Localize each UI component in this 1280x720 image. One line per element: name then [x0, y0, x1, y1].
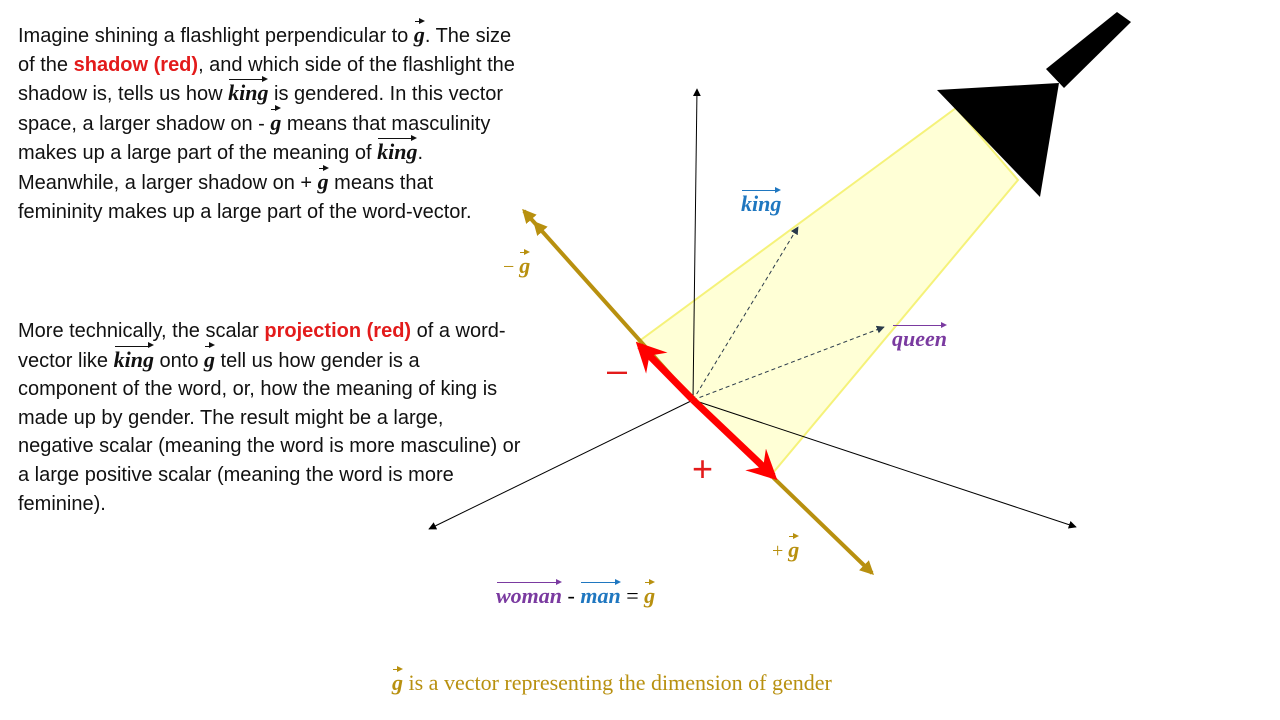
vector-man-symbol: man [580, 578, 622, 608]
vector-g-symbol: g [270, 105, 282, 135]
vector-king-symbol: king [228, 75, 269, 106]
vector-g-symbol: g [317, 164, 329, 194]
gender-caption: g is a vector representing the dimension… [392, 665, 832, 695]
projection-negative-arrow [635, 341, 696, 403]
vector-g-symbol: g [392, 665, 403, 695]
queen-vector [692, 325, 885, 401]
vector-g-symbol: g [204, 342, 215, 372]
axis-vertical [692, 88, 701, 401]
label-negative-g: − g [503, 248, 531, 278]
projection-highlight: projection (red) [264, 320, 412, 342]
axis-right [692, 399, 1077, 529]
vector-king-symbol: king [377, 134, 418, 165]
flashlight-beam [636, 106, 1020, 476]
projection-positive-arrow [690, 397, 778, 481]
flashlight-handle [1046, 12, 1131, 88]
gender-axis-negative-inner [533, 220, 641, 341]
king-vector [692, 226, 799, 401]
label-king: king [741, 186, 782, 216]
explanation-paragraph-1: Imagine shining a flashlight perpendicul… [18, 17, 515, 223]
axis-left [428, 399, 694, 530]
vector-woman-symbol: woman [496, 578, 563, 608]
shadow-highlight: shadow (red) [73, 53, 199, 76]
vector-king-symbol: king [113, 342, 155, 372]
vector-g-symbol: g [413, 17, 425, 47]
equation-woman-minus-man: woman - man = g [496, 578, 656, 608]
minus-sign: – [607, 349, 628, 390]
explanation-paragraph-2: More technically, the scalar projection … [18, 320, 521, 515]
label-positive-g: + g [772, 532, 800, 562]
flashlight-head [937, 83, 1059, 197]
vector-g-symbol: g [644, 578, 656, 608]
plus-sign: + [692, 448, 714, 489]
label-queen: queen [892, 321, 947, 351]
